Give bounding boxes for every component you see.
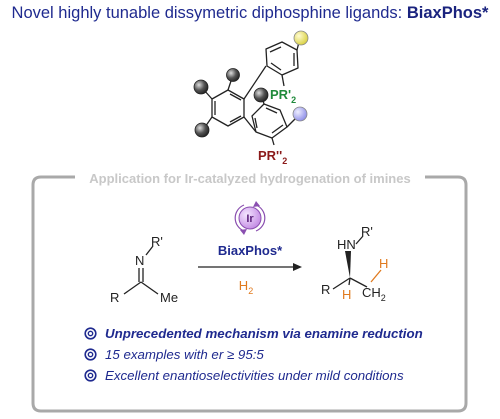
amine-chiral-h: H [342,287,351,302]
iridium-label: Ir [246,213,254,225]
top-right-ring [265,41,299,76]
methyl-ball-axial [253,87,269,103]
phosphine-bottom-label: PR''2 [258,148,287,166]
bullet-ring-icon [84,348,97,361]
highlight-text: Unprecedented mechanism via enamine redu… [105,326,423,341]
bullet-ring-icon [84,327,97,340]
amine-ch2: CH2 [362,285,386,303]
amine-product: HN R' R H H CH2 [321,224,388,303]
imine-r: R [110,290,119,305]
bullet-ring-icon [84,369,97,382]
application-box-frame [31,175,468,413]
phosphine-top-label: PR'2 [270,87,296,105]
highlight-item: 15 examples with er ≥ 95:5 [84,344,423,365]
imine-substrate: N R' R Me [110,234,178,305]
iridium-catalyst-icon [238,206,262,230]
title-brand: BiaxPhos* [406,4,489,22]
axis-bond-top [243,65,267,100]
highlights-list: Unprecedented mechanism via enamine redu… [84,323,423,386]
imine-n: N [135,253,144,268]
methyl-ball-left-top [193,79,209,95]
reaction-ligand-label: BiaxPhos* [218,243,283,258]
axis-bond-bottom [243,116,257,133]
amine-hn: HN [337,237,356,252]
page-title: Novel highly tunable dissymetric diphosp… [0,4,500,23]
highlight-text: Excellent enantioselectivities under mil… [105,368,404,383]
imine-me: Me [160,290,178,305]
iridium-cycle-arrow-right [255,204,266,232]
highlight-item: Unprecedented mechanism via enamine redu… [84,323,423,344]
reagent-label: H2 [239,278,253,296]
methyl-ball-left-bottom [194,122,210,138]
amine-r: R [321,282,330,297]
imine-r-prime: R' [151,234,163,249]
yellow-substituent-ball [293,30,309,46]
methyl-ball-top [226,68,240,82]
biaxphos-structure [203,41,300,146]
iridium-cycle-arrow-left [234,204,245,232]
title-prefix: Novel highly tunable dissymetric diphosp… [11,4,407,22]
application-box-heading: Application for Ir-catalyzed hydrogenati… [89,171,410,186]
blue-substituent-ball [292,106,308,122]
amine-methyl-h: H [379,256,388,271]
highlight-text: 15 examples with er ≥ 95:5 [105,347,264,362]
left-ring [211,89,245,127]
highlight-item: Excellent enantioselectivities under mil… [84,365,423,386]
amine-r-prime: R' [361,224,373,239]
